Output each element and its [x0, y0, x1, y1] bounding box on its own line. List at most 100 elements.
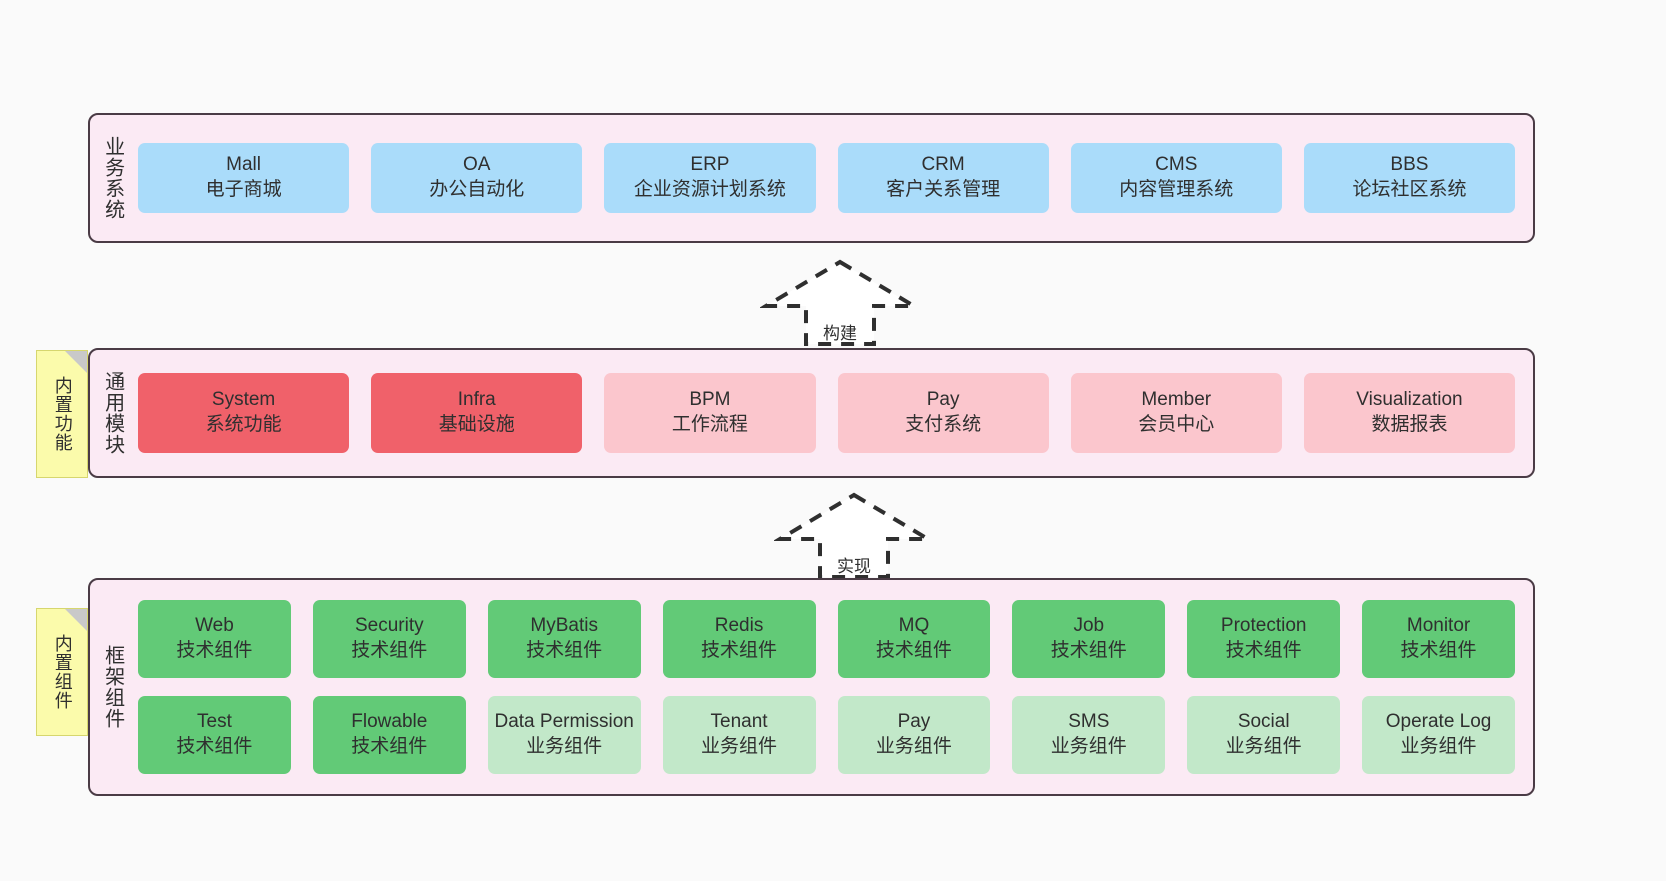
module-cell-bpm[interactable]: BPM 工作流程: [604, 373, 816, 453]
cell-subtitle: 技术组件: [176, 640, 253, 661]
cell-title: CRM: [921, 154, 965, 176]
cell-subtitle: 技术组件: [351, 736, 428, 757]
cell-subtitle: 系统功能: [205, 414, 282, 435]
cell-title: Web: [195, 615, 234, 637]
framework-cell-job[interactable]: Job 技术组件: [1012, 600, 1166, 678]
cell-subtitle: 技术组件: [1225, 640, 1302, 661]
cell-title: MyBatis: [530, 615, 598, 637]
cell-subtitle: 技术组件: [526, 640, 603, 661]
framework-cell-security[interactable]: Security 技术组件: [312, 600, 466, 678]
cell-title: Social: [1237, 711, 1290, 733]
cell-title: Security: [354, 615, 424, 637]
cell-title: ERP: [690, 154, 730, 176]
cell-title: BBS: [1390, 154, 1429, 176]
framework-cell-tenant[interactable]: Tenant 业务组件: [662, 696, 816, 774]
cell-title: Data Permission: [494, 711, 634, 733]
business-cell-cms[interactable]: CMS 内容管理系统: [1070, 143, 1282, 213]
cell-title: Operate Log: [1385, 711, 1492, 733]
cell-subtitle: 办公自动化: [429, 179, 525, 200]
cell-title: Visualization: [1356, 389, 1463, 411]
business-cell-crm[interactable]: CRM 客户关系管理: [837, 143, 1049, 213]
business-cell-oa[interactable]: OA 办公自动化: [371, 143, 583, 213]
framework-cell-flowable[interactable]: Flowable 技术组件: [312, 696, 466, 774]
business-cell-bbs[interactable]: BBS 论坛社区系统: [1303, 143, 1516, 213]
cell-subtitle: 会员中心: [1138, 414, 1215, 435]
business-cell-mall[interactable]: Mall 电子商城: [138, 143, 350, 213]
cell-subtitle: 企业资源计划系统: [633, 179, 786, 200]
arrow-implement: 实现: [774, 489, 934, 581]
module-cell-infra[interactable]: Infra 基础设施: [371, 373, 583, 453]
cell-title: CMS: [1155, 154, 1198, 176]
framework-cell-monitor[interactable]: Monitor 技术组件: [1362, 600, 1515, 678]
cell-title: Member: [1141, 389, 1212, 411]
layer-common-modules-title: 通用模块: [101, 371, 124, 455]
cell-subtitle: 业务组件: [701, 736, 778, 757]
business-cell-erp[interactable]: ERP 企业资源计划系统: [604, 143, 816, 213]
framework-cell-data-permission[interactable]: Data Permission 业务组件: [487, 696, 641, 774]
cell-subtitle: 电子商城: [205, 179, 282, 200]
layer-framework-components-title: 框架组件: [101, 645, 124, 729]
sticky-note-label: 内置组件: [52, 634, 73, 710]
layer-common-modules: 通用模块 System 系统功能 Infra 基础设施 BPM 工作流程 Pay…: [88, 348, 1535, 478]
cell-subtitle: 技术组件: [875, 640, 952, 661]
cell-subtitle: 内容管理系统: [1119, 179, 1234, 200]
cell-subtitle: 支付系统: [905, 414, 982, 435]
cell-title: Flowable: [351, 711, 428, 733]
cell-title: Protection: [1220, 615, 1307, 637]
cell-subtitle: 技术组件: [1050, 640, 1127, 661]
framework-business-row: Test 技术组件 Flowable 技术组件 Data Permission …: [138, 696, 1515, 774]
cell-subtitle: 数据报表: [1371, 414, 1448, 435]
cell-subtitle: 技术组件: [351, 640, 428, 661]
cell-title: OA: [463, 154, 491, 176]
sticky-note-builtin-components: 内置组件: [36, 608, 88, 736]
cell-subtitle: 论坛社区系统: [1352, 179, 1467, 200]
cell-subtitle: 基础设施: [438, 414, 515, 435]
framework-cell-redis[interactable]: Redis 技术组件: [662, 600, 816, 678]
cell-title: MQ: [898, 615, 930, 637]
layer-framework-components: 框架组件 Web 技术组件 Security 技术组件 MyBatis 技术组件…: [88, 578, 1535, 796]
framework-cell-web[interactable]: Web 技术组件: [138, 600, 291, 678]
cell-title: Test: [197, 711, 232, 733]
cell-subtitle: 工作流程: [671, 414, 748, 435]
framework-tech-row: Web 技术组件 Security 技术组件 MyBatis 技术组件 Redi…: [138, 600, 1515, 678]
cell-subtitle: 业务组件: [1400, 736, 1477, 757]
cell-title: System: [211, 389, 276, 411]
cell-title: SMS: [1068, 711, 1110, 733]
cell-title: Monitor: [1406, 615, 1471, 637]
module-cell-visualization[interactable]: Visualization 数据报表: [1303, 373, 1516, 453]
business-systems-row: Mall 电子商城 OA 办公自动化 ERP 企业资源计划系统 CRM 客户关系…: [138, 143, 1516, 213]
cell-subtitle: 业务组件: [875, 736, 952, 757]
framework-cell-operate-log[interactable]: Operate Log 业务组件: [1362, 696, 1515, 774]
layer-business-systems-body: Mall 电子商城 OA 办公自动化 ERP 企业资源计划系统 CRM 客户关系…: [134, 115, 1533, 241]
cell-title: Tenant: [710, 711, 768, 733]
framework-cell-pay[interactable]: Pay 业务组件: [837, 696, 991, 774]
layer-common-modules-body: System 系统功能 Infra 基础设施 BPM 工作流程 Pay 支付系统…: [134, 350, 1533, 476]
arrow-implement-shape: [774, 492, 934, 579]
framework-cell-protection[interactable]: Protection 技术组件: [1187, 600, 1341, 678]
common-modules-row: System 系统功能 Infra 基础设施 BPM 工作流程 Pay 支付系统…: [138, 373, 1516, 453]
framework-cell-mybatis[interactable]: MyBatis 技术组件: [487, 600, 641, 678]
arrow-build-shape: [760, 259, 920, 346]
cell-title: Redis: [714, 615, 764, 637]
cell-title: Infra: [457, 389, 496, 411]
layer-business-systems: 业务系统 Mall 电子商城 OA 办公自动化 ERP 企业资源计划系统 CRM…: [88, 113, 1535, 243]
framework-cell-test[interactable]: Test 技术组件: [138, 696, 291, 774]
arrow-build: 构建: [760, 256, 920, 348]
cell-subtitle: 技术组件: [176, 736, 253, 757]
framework-cell-mq[interactable]: MQ 技术组件: [837, 600, 991, 678]
framework-cell-social[interactable]: Social 业务组件: [1187, 696, 1341, 774]
cell-title: Mall: [226, 154, 261, 176]
cell-subtitle: 业务组件: [1225, 736, 1302, 757]
cell-subtitle: 业务组件: [1050, 736, 1127, 757]
module-cell-member[interactable]: Member 会员中心: [1070, 373, 1282, 453]
cell-subtitle: 客户关系管理: [886, 179, 1001, 200]
cell-title: Pay: [926, 389, 960, 411]
sticky-note-label: 内置功能: [52, 376, 73, 452]
framework-cell-sms[interactable]: SMS 业务组件: [1012, 696, 1166, 774]
layer-business-systems-title: 业务系统: [101, 136, 124, 220]
module-cell-system[interactable]: System 系统功能: [138, 373, 350, 453]
module-cell-pay[interactable]: Pay 支付系统: [837, 373, 1049, 453]
cell-title: BPM: [689, 389, 731, 411]
cell-subtitle: 技术组件: [701, 640, 778, 661]
